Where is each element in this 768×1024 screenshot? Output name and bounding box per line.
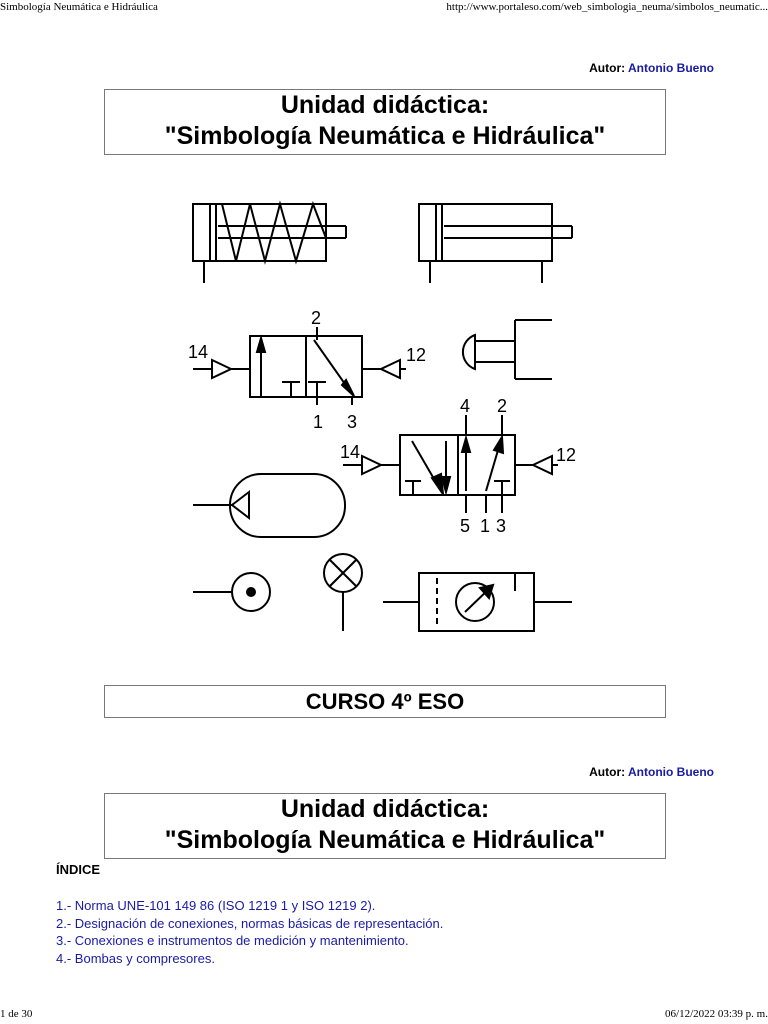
index-item-link[interactable]: Bombas y compresores. bbox=[74, 950, 215, 966]
author-link-2[interactable]: Antonio Bueno bbox=[628, 765, 714, 779]
label-port-14-a: 14 bbox=[188, 342, 208, 362]
push-button-symbol bbox=[461, 319, 552, 380]
accumulator-symbol bbox=[193, 473, 346, 538]
label-port-1-b: 1 bbox=[480, 516, 490, 536]
label-port-5-b: 5 bbox=[460, 516, 470, 536]
label-port-1-a: 1 bbox=[313, 412, 323, 432]
unit-title-box-2: Unidad didáctica: "Simbología Neumática … bbox=[104, 793, 666, 859]
valve-3-2-symbol bbox=[193, 327, 406, 405]
label-port-2-a: 2 bbox=[311, 308, 321, 328]
unit-title-line1: Unidad didáctica: bbox=[280, 91, 490, 119]
label-port-3-b: 3 bbox=[496, 516, 506, 536]
index-item-link[interactable]: Designación de conexiones, normas básica… bbox=[74, 915, 444, 931]
label-port-12-b: 12 bbox=[556, 445, 576, 465]
index-item: 3.- Conexiones e instrumentos de medició… bbox=[56, 932, 443, 950]
label-port-2-b: 2 bbox=[497, 396, 507, 416]
author-line-2: Autor: Antonio Bueno bbox=[589, 765, 714, 779]
label-port-4-b: 4 bbox=[460, 396, 470, 416]
index-item-number: 3.- bbox=[56, 933, 72, 948]
label-port-12-a: 12 bbox=[406, 345, 426, 365]
course-title: CURSO 4º ESO bbox=[305, 689, 465, 714]
indicator-lamp-symbol bbox=[323, 553, 363, 631]
print-page-title: Simbología Neumática e Hidráulica bbox=[0, 1, 158, 13]
index-list: 1.- Norma UNE-101 149 86 (ISO 1219 1 y I… bbox=[56, 897, 443, 967]
index-item-number: 1.- bbox=[56, 898, 72, 913]
index-item-link[interactable]: Conexiones e instrumentos de medición y … bbox=[74, 933, 409, 948]
index-item-number: 4.- bbox=[56, 950, 72, 966]
valve-5-2-symbol bbox=[343, 415, 558, 513]
pneumatic-symbols-illustration: 14 12 2 1 3 14 12 4 2 5 1 3 bbox=[188, 200, 576, 632]
author-label: Autor: bbox=[589, 61, 626, 75]
print-page-counter: 1 de 30 bbox=[0, 1008, 33, 1020]
index-item: 4.- Bombas y compresores. bbox=[56, 950, 443, 968]
index-item: 2.- Designación de conexiones, normas bá… bbox=[56, 915, 443, 933]
unit-title-box: Unidad didáctica: "Simbología Neumática … bbox=[104, 89, 666, 155]
spring-cylinder-symbol bbox=[192, 200, 347, 283]
pressure-source-symbol bbox=[193, 572, 271, 612]
index-item: 1.- Norma UNE-101 149 86 (ISO 1219 1 y I… bbox=[56, 897, 443, 915]
double-acting-cylinder-symbol bbox=[418, 203, 573, 283]
index-heading: ÍNDICE bbox=[56, 862, 101, 877]
index-item-link[interactable]: Norma UNE-101 149 86 (ISO 1219 1 y ISO 1… bbox=[74, 898, 376, 913]
author-link[interactable]: Antonio Bueno bbox=[628, 61, 714, 75]
print-header: Simbología Neumática e Hidráulica http:/… bbox=[0, 1, 768, 17]
label-port-3-a: 3 bbox=[347, 412, 357, 432]
measurement-unit-symbol bbox=[383, 572, 572, 632]
print-url: http://www.portaleso.com/web_simbologia_… bbox=[446, 1, 768, 13]
course-box: CURSO 4º ESO bbox=[104, 685, 666, 718]
unit-title-2-line1: Unidad didáctica: bbox=[280, 795, 490, 823]
index-item-number: 2.- bbox=[56, 915, 72, 931]
print-datetime: 06/12/2022 03:39 p. m. bbox=[665, 1008, 768, 1020]
unit-title-line2: "Simbología Neumática e Hidráulica" bbox=[164, 122, 606, 150]
label-port-14-b: 14 bbox=[340, 442, 360, 462]
print-footer: 1 de 30 06/12/2022 03:39 p. m. bbox=[0, 1008, 768, 1024]
author-line: Autor: Antonio Bueno bbox=[589, 61, 714, 75]
unit-title-2-line2: "Simbología Neumática e Hidráulica" bbox=[164, 826, 606, 854]
author-label-2: Autor: bbox=[589, 765, 626, 779]
